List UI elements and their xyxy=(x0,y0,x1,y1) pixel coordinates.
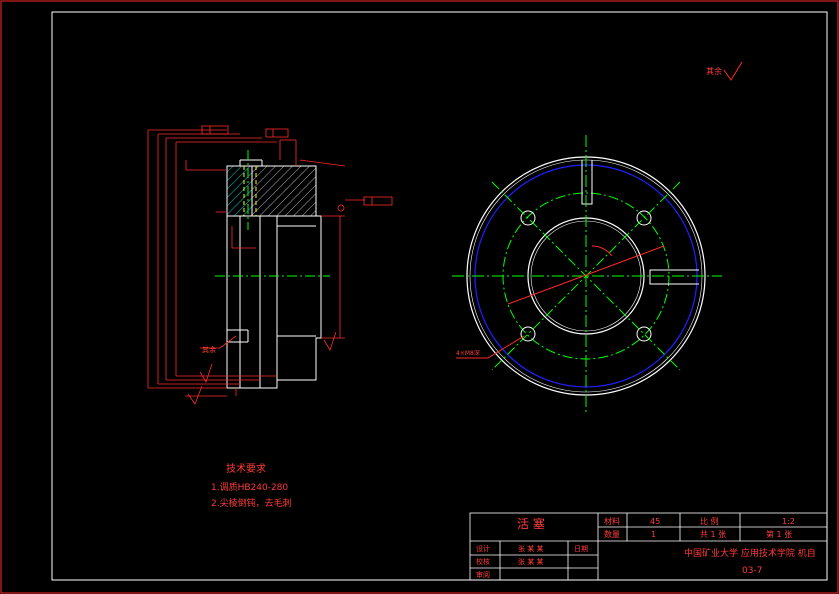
sheet-total: 共 1 张 xyxy=(700,530,726,539)
angle-arc xyxy=(591,245,613,257)
row3-label: 审阅 xyxy=(476,570,490,579)
section-view: 其余 xyxy=(147,125,393,405)
general-roughness: 其余 xyxy=(706,61,743,81)
left-annotation: 其余 xyxy=(202,345,216,354)
leader-line xyxy=(507,245,665,305)
front-view: 4×M8深 xyxy=(452,135,722,415)
school-line-2: 03-7 xyxy=(742,566,762,576)
bolt-hole xyxy=(636,326,652,342)
part-name: 活 塞 xyxy=(517,516,545,531)
title-block xyxy=(469,512,828,581)
scale-label: 比 例 xyxy=(700,516,719,526)
center-line-d2 xyxy=(491,181,681,371)
material-value: 45 xyxy=(650,517,660,526)
sheet-index: 第 1 张 xyxy=(766,529,792,539)
row1-label: 设计 xyxy=(476,544,490,553)
scale-value: 1:2 xyxy=(782,517,795,526)
qty-label: 数量 xyxy=(604,529,620,539)
row2-name: 张 某 某 xyxy=(518,557,543,566)
slot-top xyxy=(581,160,593,205)
hatch-region-white xyxy=(251,165,317,217)
notes-line-1: 1.调质HB240-280 xyxy=(211,481,288,493)
bolt-hole xyxy=(520,210,536,226)
inner-frame xyxy=(51,11,828,581)
row1-date-label: 日期 xyxy=(574,545,588,553)
slot-right xyxy=(649,269,699,285)
roughness-symbol-label: 其余 xyxy=(706,66,722,76)
roughness-marks xyxy=(187,204,345,405)
notes-heading: 技术要求 xyxy=(226,462,266,475)
bolt-hole xyxy=(520,326,536,342)
tolerance-frames xyxy=(201,125,393,206)
dimensions xyxy=(147,129,365,397)
right-leader-label: 4×M8深 xyxy=(456,349,480,357)
school-line-1: 中国矿业大学 应用技术学院 机自 xyxy=(684,547,816,559)
qty-value: 1 xyxy=(651,530,656,539)
row2-label: 校核 xyxy=(476,557,490,566)
material-label: 材料 xyxy=(604,516,620,526)
notes-line-2: 2.尖棱倒钝，去毛刺 xyxy=(211,497,292,509)
bolt-hole xyxy=(636,210,652,226)
leader-hole xyxy=(487,335,525,359)
row1-name: 张 某 某 xyxy=(518,544,543,553)
